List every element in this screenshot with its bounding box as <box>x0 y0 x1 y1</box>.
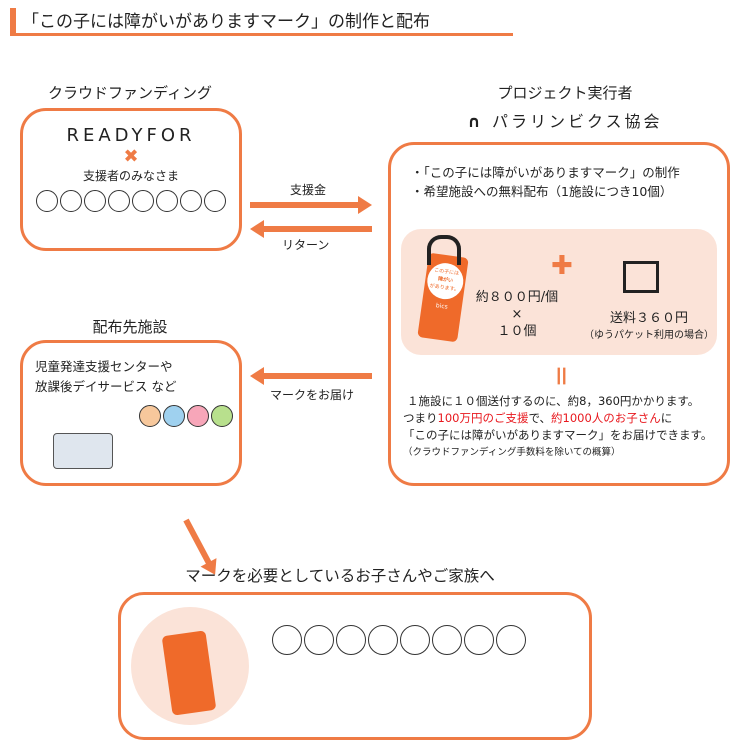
bus-illustration <box>53 433 113 469</box>
facilities-box: 児童発達支援センターや 放課後デイサービス など <box>20 340 242 486</box>
shipping-cost: 送料３６０円 <box>609 311 688 326</box>
footnote: （クラウドファンディング手数料を除いての概算） <box>403 447 621 458</box>
org-name: ∩ パラリンビクス協会 <box>420 108 710 132</box>
mark-tag-image <box>161 630 217 716</box>
down-arrow <box>183 518 213 566</box>
org-logo-icon: ∩ <box>467 112 493 131</box>
tag-brand: bics <box>435 302 449 311</box>
facilities-line: 児童発達支援センターや <box>35 359 173 374</box>
quantity: １０個 <box>497 324 537 339</box>
page-title: 「この子には障がいがありますマーク」の制作と配布 <box>10 8 513 36</box>
bullet-item: ・希望施設への無料配布（1施設につき10個） <box>411 184 673 199</box>
deliver-label: マークをお届け <box>270 388 355 402</box>
supporters-illustration <box>23 190 239 216</box>
equals-icon: ＝ <box>547 364 573 388</box>
summary-line: １施設に１０個送付するのに、約8，360円かかります。 <box>407 394 700 408</box>
package-icon <box>623 261 659 293</box>
facilities-heading: 配布先施設 <box>92 318 168 336</box>
cost-panel: この子には障がいがあります。 bics 約８００円/個 × １０個 ✚ 送料３６… <box>401 229 717 355</box>
mark-tag-circle <box>131 607 249 725</box>
families-illustration <box>271 625 527 659</box>
bottom-heading: マークを必要としているお子さんやご家族へ <box>185 567 495 585</box>
crowdfunding-heading: クラウドファンディング <box>48 84 212 102</box>
readyfor-logo: READYFOR <box>66 125 196 146</box>
tag-text-line: 障がい <box>437 276 454 285</box>
return-arrow <box>250 220 372 238</box>
deliver-arrow <box>250 367 372 385</box>
mark-tag-image: この子には障がいがあります。 bics <box>417 252 469 343</box>
tag-strap <box>427 235 461 265</box>
unit-price: 約８００円/個 <box>475 290 559 305</box>
support-label: 支援金 <box>290 183 327 197</box>
children-illustration <box>138 405 234 431</box>
org-label: パラリンビクス協会 <box>492 112 663 131</box>
summary-line: つまり100万円のご支援で、約1000人のお子さんに <box>403 411 673 425</box>
bullet-item: ・「この子には障がいがありますマーク」の制作 <box>411 165 680 180</box>
project-box: ・「この子には障がいがありますマーク」の制作 ・希望施設への無料配布（1施設につ… <box>388 142 730 486</box>
summary-line: 「この子には障がいがありますマーク」をお届けできます。 <box>403 428 713 442</box>
crowdfunding-box: READYFOR ✖ 支援者のみなさま <box>20 108 242 251</box>
project-heading: プロジェクト実行者 <box>497 84 633 102</box>
return-label: リターン <box>282 238 330 252</box>
facilities-line: 放課後デイサービス など <box>35 379 177 394</box>
tag-text-line: があります。 <box>429 283 460 294</box>
families-box <box>118 592 592 740</box>
plus-icon: ✚ <box>551 251 573 281</box>
supporters-label: 支援者のみなさま <box>82 169 179 183</box>
support-arrow <box>250 196 372 214</box>
shipping-note: （ゆうパケット利用の場合） <box>584 330 714 341</box>
cross-icon: ✖ <box>123 146 139 167</box>
times-sign: × <box>511 307 523 322</box>
